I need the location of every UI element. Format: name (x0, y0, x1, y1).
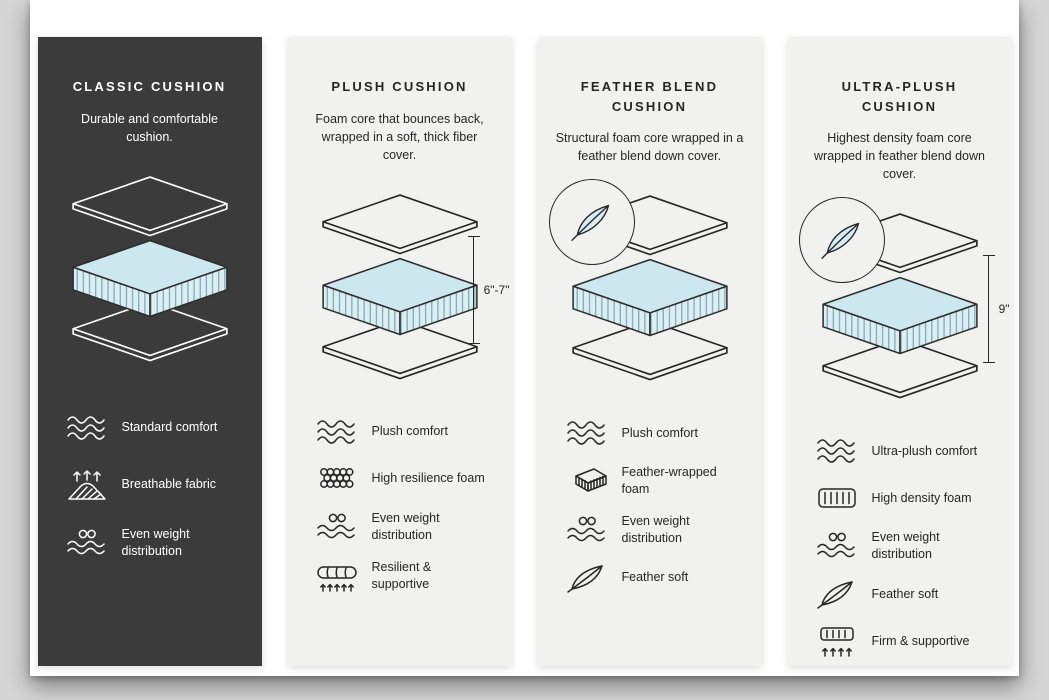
feather-icon (565, 562, 609, 594)
wave-icon (565, 417, 609, 449)
feature-row: Feather soft (565, 562, 745, 594)
feather-badge (798, 197, 885, 284)
weight-distribution-icon (315, 511, 359, 543)
height-measurement: 6"-7" (467, 235, 510, 344)
feature-list: Standard comfort Breathable fabric (55, 412, 245, 560)
feature-list: Plush comfort High resilience foam (305, 416, 495, 593)
column-title: PLUSH CUSHION (331, 79, 468, 94)
feature-row: Even weight distribution (65, 526, 245, 560)
cushion-diagram: 6"-7" (307, 190, 510, 386)
feature-label: Plush comfort (621, 425, 698, 440)
feature-row: Even weight distribution (315, 510, 495, 544)
measurement-line (467, 235, 480, 344)
feature-list: Plush comfort Feather-wrapped foam (555, 417, 745, 594)
column-classic-cushion: CLASSIC CUSHION Durable and comfortable … (37, 37, 262, 666)
feature-row: High density foam (815, 482, 995, 514)
feature-row: High resilience foam (315, 463, 495, 495)
feature-label: High density foam (871, 490, 972, 505)
infographic-sheet: CLASSIC CUSHION Durable and comfortable … (30, 0, 1019, 676)
feature-label: Standard comfort (121, 420, 218, 435)
measurement-line (982, 255, 995, 364)
feature-row: Plush comfort (565, 417, 745, 449)
column-description: Foam core that bounces back, wrapped in … (315, 111, 484, 162)
column-description: Structural foam core wrapped in a feathe… (555, 131, 744, 164)
column-title: CLASSIC CUSHION (72, 79, 227, 94)
feature-row: Standard comfort (65, 412, 245, 444)
column-feather-blend-cushion: FEATHER BLEND CUSHION Structural foam co… (537, 37, 762, 666)
feature-row: Resilient & supportive (315, 559, 495, 593)
feature-row: Firm & supportive (815, 625, 995, 657)
column-plush-cushion: PLUSH CUSHION Foam core that bounces bac… (287, 37, 512, 666)
feature-label: Even weight distribution (371, 510, 440, 542)
cushion-diagram (548, 179, 743, 387)
feature-label: Feather soft (621, 570, 689, 585)
feature-label: Resilient & supportive (371, 559, 432, 591)
feather-icon (570, 205, 609, 242)
weight-distribution-icon (565, 514, 609, 546)
height-measurement: 9" (982, 255, 1010, 364)
column-description: Durable and comfortable cushion. (81, 111, 218, 144)
feather-badge (548, 179, 635, 266)
feature-label: Even weight distribution (121, 526, 190, 558)
feature-label: Even weight distribution (621, 514, 690, 545)
cushion-diagram (57, 172, 243, 368)
cushion-layers-illustration (321, 194, 478, 380)
cushion-layers-illustration (71, 176, 228, 362)
firm-supportive-icon (815, 625, 859, 657)
feature-row: Even weight distribution (815, 529, 995, 563)
feature-label: Feather soft (871, 586, 939, 601)
feature-row: Feather soft (815, 578, 995, 610)
column-title: ULTRA-PLUSH CUSHION (841, 79, 958, 114)
column-ultra-plush-cushion: ULTRA-PLUSH CUSHION Highest density foam… (787, 37, 1012, 666)
feature-label: Plush comfort (371, 424, 448, 439)
feature-row: Breathable fabric (65, 469, 245, 501)
cushion-diagram: 9" (798, 197, 1010, 405)
feather-foam-icon (565, 465, 609, 497)
feature-label: Feather-wrapped foam (621, 465, 717, 497)
density-foam-icon (815, 482, 859, 514)
feature-row: Feather-wrapped foam (565, 464, 745, 498)
weight-distribution-icon (65, 527, 109, 559)
feature-label: Ultra-plush comfort (871, 443, 978, 458)
springy-cushion-icon (315, 560, 359, 592)
feature-row: Even weight distribution (565, 513, 745, 547)
feature-row: Ultra-plush comfort (815, 435, 995, 467)
feature-list: Ultra-plush comfort High density foam (805, 435, 995, 657)
cushion-layers-illustration (571, 195, 728, 381)
feature-label: High resilience foam (371, 471, 485, 486)
measurement-label: 9" (998, 302, 1010, 317)
wave-icon (815, 435, 859, 467)
feather-icon (820, 223, 859, 260)
column-description: Highest density foam core wrapped in fea… (814, 131, 985, 182)
measurement-label: 6"-7" (483, 282, 510, 297)
foam-cells-icon (315, 463, 359, 495)
feather-icon (815, 578, 859, 610)
feature-label: Even weight distribution (871, 530, 940, 562)
feature-row: Plush comfort (315, 416, 495, 448)
weight-distribution-icon (815, 530, 859, 562)
wave-icon (315, 416, 359, 448)
feature-label: Firm & supportive (871, 633, 970, 648)
breathable-icon (65, 469, 109, 501)
feature-label: Breathable fabric (121, 477, 217, 492)
column-title: FEATHER BLEND CUSHION (580, 79, 719, 114)
wave-icon (65, 412, 109, 444)
